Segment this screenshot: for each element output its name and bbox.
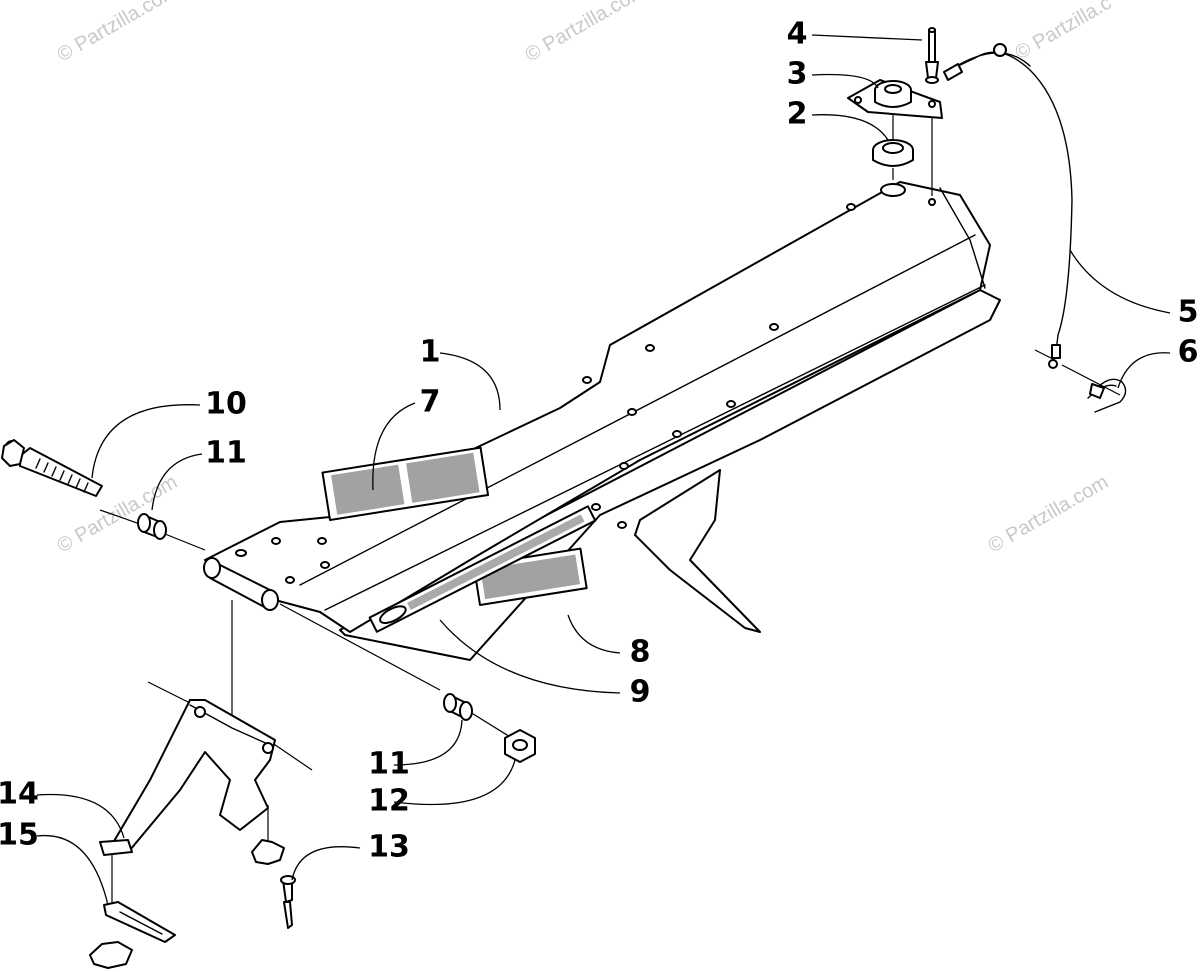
watermark-middle-right: © Partzilla.com — [985, 471, 1113, 557]
board-rear-fin — [634, 469, 761, 633]
assembly-lines — [99, 112, 1121, 962]
board-grommet-hole — [880, 183, 906, 197]
part-6-hitch-pin-clip — [1087, 378, 1127, 413]
part-9-strip-decal — [368, 505, 597, 633]
callout-10: 10 — [205, 387, 247, 422]
deck-crease-upper — [299, 234, 976, 586]
leader-lines — [36, 34, 1171, 906]
watermark-top-center: © Partzilla.com — [522, 0, 650, 66]
part-1-running-board — [204, 181, 1001, 661]
part-10-bolt — [1, 439, 103, 497]
callout-1: 1 — [420, 335, 441, 370]
part-13-washer — [251, 839, 285, 865]
part-12-lock-nut — [504, 729, 536, 763]
callout-7: 7 — [420, 385, 441, 420]
callout-2: 2 — [787, 97, 808, 132]
watermark-top-left: © Partzilla.com — [54, 0, 182, 66]
part-14-bracket — [99, 699, 276, 856]
callout-14: 14 — [0, 777, 39, 812]
callout-15: 15 — [0, 818, 39, 853]
part-4-pin — [925, 27, 939, 84]
part-15-strap — [103, 901, 176, 943]
callout-13: 13 — [368, 830, 410, 865]
callout-11-lower: 11 — [368, 747, 410, 782]
callout-11-upper: 11 — [205, 436, 247, 471]
callout-6: 6 — [1178, 335, 1199, 370]
part-5-tether-cable — [943, 43, 1073, 369]
watermark-top-right: © Partzilla.c — [1012, 0, 1116, 64]
board-mounting-holes — [235, 203, 856, 584]
callout-12: 12 — [368, 784, 410, 819]
part-11-bushing-upper — [137, 513, 167, 540]
board-hinge-tube — [203, 557, 279, 611]
callout-3: 3 — [787, 57, 808, 92]
part-3-mounting-plate — [847, 79, 943, 119]
part-15-washer — [89, 941, 133, 969]
part-13-rivet — [280, 875, 296, 929]
callout-8: 8 — [630, 635, 651, 670]
callout-5: 5 — [1178, 295, 1199, 330]
callout-4: 4 — [787, 17, 808, 52]
deck-rear-edge — [939, 187, 986, 289]
callout-numbers: 1 2 3 4 5 6 7 8 9 10 11 11 12 13 14 15 — [0, 17, 1198, 865]
part-2-grommet — [872, 139, 914, 167]
board-pin-hole — [928, 198, 936, 206]
deck-crease-lower — [324, 284, 986, 611]
callout-9: 9 — [630, 675, 651, 710]
part-7-decal — [321, 446, 490, 521]
part-11-bushing-lower — [443, 693, 473, 721]
